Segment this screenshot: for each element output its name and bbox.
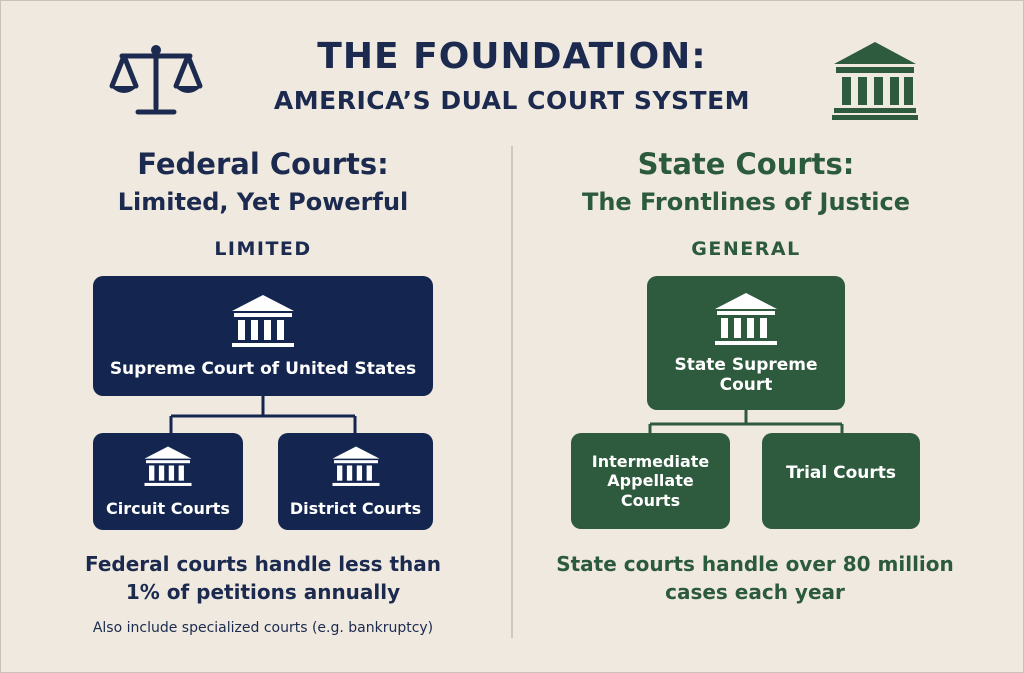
courthouse-icon	[232, 294, 294, 347]
state-subheading: The Frontlines of Justice	[581, 188, 911, 216]
state-supreme-court-label: State Supreme Court	[674, 355, 817, 396]
intermediate-appellate-label-line-2: Appellate	[607, 471, 694, 491]
intermediate-appellate-label-line-3: Courts	[620, 490, 681, 510]
state-supreme-court-label-line-1: State Supreme	[674, 354, 818, 375]
intermediate-appellate-label-line-1: Intermediate	[591, 452, 710, 472]
state-supreme-court-box: State Supreme Court	[647, 276, 845, 410]
circuit-courts-label: Circuit Courts	[106, 498, 230, 518]
district-courts-label: District Courts	[289, 498, 422, 518]
federal-tag: LIMITED	[214, 238, 312, 260]
trial-courts-box: Trial Courts	[762, 433, 920, 529]
federal-subheading: Limited, Yet Powerful	[117, 188, 409, 216]
supreme-court-label: Supreme Court of United States	[109, 358, 417, 379]
federal-note: Also include specialized courts (e.g. ba…	[92, 620, 434, 636]
supreme-court-box: Supreme Court of United States	[93, 276, 433, 396]
federal-stat-line-2: 1% of petitions annually	[125, 580, 401, 604]
district-courts-box: District Courts	[278, 433, 433, 530]
federal-stat-line-1: Federal courts handle less than	[85, 552, 441, 576]
federal-stat: Federal courts handle less than 1% of pe…	[40, 550, 486, 606]
courthouse-icon	[715, 292, 777, 345]
intermediate-appellate-courts-box: Intermediate Appellate Courts	[571, 433, 730, 529]
courthouse-icon	[331, 446, 380, 486]
courthouse-icon	[832, 42, 918, 120]
state-stat-line-1: State courts handle over 80 million	[556, 552, 954, 576]
federal-heading: Federal Courts:	[137, 147, 389, 181]
trial-courts-label: Trial Courts	[785, 463, 897, 483]
state-tag: GENERAL	[691, 238, 801, 260]
page-title: THE FOUNDATION:	[317, 36, 707, 77]
column-divider	[511, 146, 513, 638]
state-heading: State Courts:	[637, 147, 855, 181]
state-stat-line-2: cases each year	[665, 580, 845, 604]
intermediate-appellate-courts-label: Intermediate Appellate Courts	[592, 452, 710, 510]
page-subtitle: AMERICA’S DUAL COURT SYSTEM	[273, 86, 751, 115]
state-supreme-court-label-line-2: Court	[719, 375, 773, 395]
courthouse-icon	[144, 446, 192, 486]
scales-of-justice-icon	[109, 45, 203, 115]
circuit-courts-box: Circuit Courts	[93, 433, 243, 530]
state-stat: State courts handle over 80 million case…	[530, 550, 980, 606]
